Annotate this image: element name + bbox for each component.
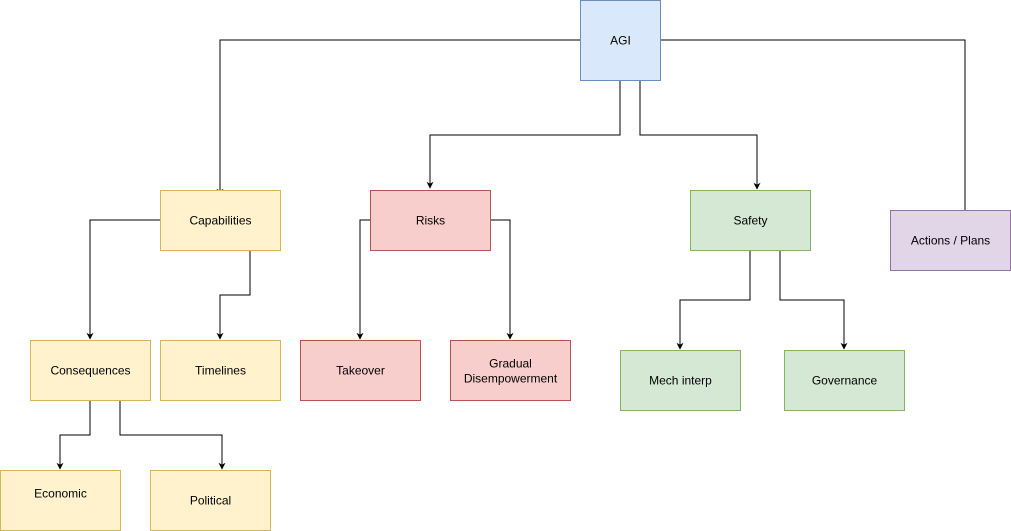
- node-agi[interactable]: AGI: [580, 0, 661, 81]
- edge-consequences-political: [119, 400, 226, 470]
- node-governance-box: [784, 350, 905, 411]
- node-timelines-label: Timelines: [195, 364, 246, 378]
- node-risks-label: Risks: [416, 214, 445, 228]
- node-safety[interactable]: Safety: [690, 190, 811, 251]
- node-takeover-label: Takeover: [336, 364, 385, 378]
- node-safety-label: Safety: [733, 214, 767, 228]
- node-agi-label: AGI: [610, 34, 631, 48]
- node-economic[interactable]: Economic: [0, 470, 121, 531]
- edge-agi-safety: [639, 80, 761, 190]
- node-political-label: Political: [190, 494, 231, 508]
- edge-agi-actions-plans: [660, 39, 969, 217]
- edge-agi-risks: [426, 80, 621, 189]
- edge-capabilities-consequences: [86, 219, 160, 340]
- node-actions-plans[interactable]: Actions / Plans: [890, 210, 1011, 271]
- node-political-box: [150, 470, 271, 531]
- node-timelines[interactable]: Timelines: [160, 340, 281, 401]
- node-safety-box: [690, 190, 811, 251]
- node-takeover[interactable]: Takeover: [300, 340, 421, 401]
- node-governance[interactable]: Governance: [784, 350, 905, 411]
- edge-consequences-economic: [56, 400, 91, 470]
- node-consequences-box: [30, 340, 151, 401]
- edge-capabilities-timelines: [216, 250, 251, 340]
- node-economic-label: Economic: [34, 487, 87, 501]
- node-gradual-disempowerment-label-line1: Gradual: [489, 357, 532, 371]
- node-capabilities-box: [160, 190, 281, 251]
- node-consequences-label: Consequences: [50, 364, 130, 378]
- edge-risks-gradual-disempowerment: [490, 219, 514, 340]
- node-gradual-disempowerment[interactable]: Gradual Disempowerment: [450, 340, 571, 401]
- edge-agi-capabilities: [216, 39, 580, 196]
- node-mech-interp-label: Mech interp: [649, 374, 712, 388]
- node-timelines-box: [160, 340, 281, 401]
- node-capabilities[interactable]: Capabilities: [160, 190, 281, 251]
- node-governance-label: Governance: [812, 374, 878, 388]
- node-gradual-disempowerment-box: [450, 340, 571, 401]
- node-takeover-box: [300, 340, 421, 401]
- node-risks[interactable]: Risks: [370, 190, 491, 251]
- node-risks-box: [370, 190, 491, 251]
- node-economic-box: [0, 470, 121, 531]
- edge-risks-takeover: [356, 219, 370, 340]
- node-capabilities-label: Capabilities: [189, 214, 251, 228]
- node-mech-interp-box: [620, 350, 741, 411]
- node-agi-box: [580, 0, 661, 81]
- edge-safety-mech-interp: [676, 250, 751, 350]
- node-gradual-disempowerment-label-line2: Disempowerment: [464, 372, 558, 386]
- node-actions-plans-label: Actions / Plans: [911, 234, 990, 248]
- node-political[interactable]: Political: [150, 470, 271, 531]
- node-mech-interp[interactable]: Mech interp: [620, 350, 741, 411]
- node-consequences[interactable]: Consequences: [30, 340, 151, 401]
- edges-group: [56, 39, 969, 470]
- edge-safety-governance: [779, 250, 848, 350]
- node-actions-plans-box: [890, 210, 1011, 271]
